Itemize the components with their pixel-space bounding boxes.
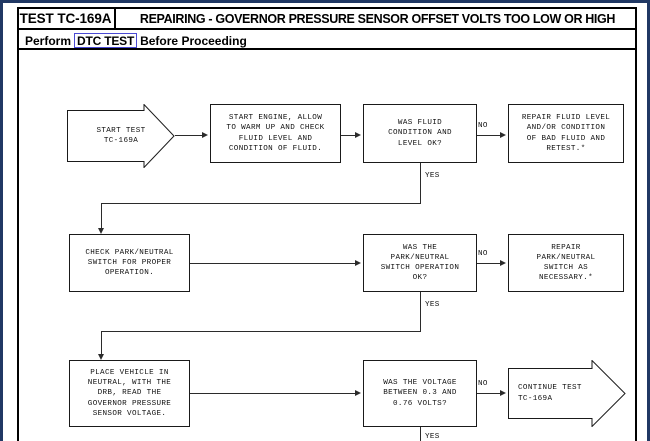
edge-label-yes-2: YES	[425, 301, 440, 309]
connector-readvoltage-to-voltageok	[190, 393, 355, 394]
page-frame-top	[0, 0, 650, 3]
connector-fluidok-no	[477, 135, 500, 136]
arrowhead-yes2-row3	[97, 354, 104, 360]
node-start-engine-label: START ENGINE, ALLOW TO WARM UP AND CHECK…	[226, 114, 325, 153]
edge-label-yes-3: YES	[425, 433, 440, 441]
arrowhead-fluidok-no	[500, 132, 506, 138]
edge-label-yes-1: YES	[425, 172, 440, 180]
node-read-governor-pressure-voltage-label: PLACE VEHICLE IN NEUTRAL, WITH THE DRB, …	[87, 368, 172, 418]
node-repair-fluid-label: REPAIR FLUID LEVEL AND/OR CONDITION OF B…	[521, 114, 611, 153]
dtc-test-link-label: DTC TEST	[77, 33, 135, 48]
page-frame-right	[647, 0, 650, 441]
page-title-label: REPAIRING - GOVERNOR PRESSURE SENSOR OFF…	[139, 11, 616, 26]
edge-label-no-3: NO	[478, 380, 488, 388]
connector-yes2-downtorow3	[101, 331, 102, 354]
dtc-test-link[interactable]: DTC TEST	[74, 33, 138, 48]
instruction-suffix: Before Proceeding	[140, 33, 247, 48]
connector-engine-to-fluidok	[341, 135, 355, 136]
connector-yes1-downtorow2	[101, 203, 102, 228]
node-switch-operation-check[interactable]: WAS THE PARK/NEUTRAL SWITCH OPERATION OK…	[363, 234, 477, 292]
page-frame-left	[0, 0, 3, 441]
connector-voltageok-no	[477, 393, 500, 394]
node-fluid-condition-check-label: WAS FLUID CONDITION AND LEVEL OK?	[388, 119, 452, 148]
connector-yes3-down	[420, 427, 421, 441]
connector-yes1-left	[101, 203, 421, 204]
instruction-row: Perform DTC TEST Before Proceeding	[25, 32, 247, 49]
edge-label-no-2: NO	[478, 250, 488, 258]
connector-yes2-left	[101, 331, 421, 332]
node-repair-park-neutral-switch-label: REPAIR PARK/NEUTRAL SWITCH AS NECESSARY.…	[536, 243, 596, 283]
node-repair-park-neutral-switch[interactable]: REPAIR PARK/NEUTRAL SWITCH AS NECESSARY.…	[508, 234, 624, 292]
connector-checkswitch-to-switchok	[190, 263, 355, 264]
arrowhead-readvoltage-to-voltageok	[355, 390, 361, 396]
connector-yes2-down	[420, 292, 421, 331]
arrowhead-checkswitch-to-switchok	[355, 260, 361, 266]
node-fluid-condition-check[interactable]: WAS FLUID CONDITION AND LEVEL OK?	[363, 104, 477, 163]
header-bar	[17, 7, 637, 30]
node-switch-operation-check-label: WAS THE PARK/NEUTRAL SWITCH OPERATION OK…	[380, 243, 460, 283]
node-start-test[interactable]: START TEST TC-169A	[67, 104, 175, 168]
page-title: REPAIRING - GOVERNOR PRESSURE SENSOR OFF…	[118, 7, 637, 30]
page-sheet: TEST TC-169A REPAIRING - GOVERNOR PRESSU…	[3, 3, 647, 441]
node-start-test-label: START TEST TC-169A	[96, 126, 146, 145]
connector-switchok-no	[477, 263, 500, 264]
node-voltage-range-check-label: WAS THE VOLTAGE BETWEEN 0.3 AND 0.76 VOL…	[383, 379, 457, 408]
arrowhead-engine-to-fluidok	[355, 132, 361, 138]
node-continue-test-label: CONTINUE TEST TC-169A	[518, 384, 582, 403]
arrowhead-switchok-no	[500, 260, 506, 266]
connector-yes1-down	[420, 163, 421, 203]
arrowhead-start-to-engine	[202, 132, 208, 138]
arrowhead-yes1-row2	[97, 228, 104, 234]
node-voltage-range-check[interactable]: WAS THE VOLTAGE BETWEEN 0.3 AND 0.76 VOL…	[363, 360, 477, 427]
instruction-prefix: Perform	[25, 33, 72, 48]
pentagon-arrow-shape	[67, 104, 175, 168]
node-continue-test[interactable]: CONTINUE TEST TC-169A	[508, 360, 626, 427]
flowchart-canvas: START TEST TC-169A START ENGINE, ALLOW T…	[17, 50, 637, 441]
test-id-label: TEST TC-169A	[19, 11, 112, 26]
connector-start-to-engine	[175, 135, 202, 136]
pentagon-arrow-shape-continue	[508, 360, 626, 427]
node-start-engine[interactable]: START ENGINE, ALLOW TO WARM UP AND CHECK…	[210, 104, 341, 163]
node-check-park-neutral-switch[interactable]: CHECK PARK/NEUTRAL SWITCH FOR PROPER OPE…	[69, 234, 190, 292]
test-id-cell: TEST TC-169A	[17, 7, 116, 30]
node-read-governor-pressure-voltage[interactable]: PLACE VEHICLE IN NEUTRAL, WITH THE DRB, …	[69, 360, 190, 427]
instruction-bar	[17, 30, 637, 50]
node-check-park-neutral-switch-label: CHECK PARK/NEUTRAL SWITCH FOR PROPER OPE…	[85, 248, 174, 278]
arrowhead-voltageok-no	[500, 390, 506, 396]
node-repair-fluid[interactable]: REPAIR FLUID LEVEL AND/OR CONDITION OF B…	[508, 104, 624, 163]
edge-label-no-1: NO	[478, 122, 488, 130]
